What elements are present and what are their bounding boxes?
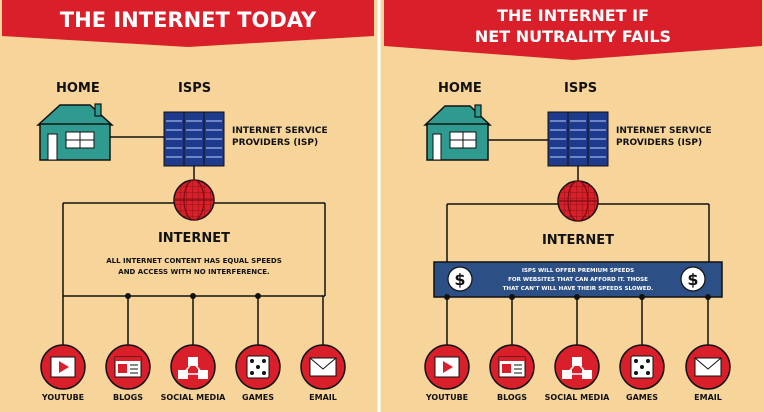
left-panel: THE INTERNET TODAY HOME ISPS INTERNET SE… xyxy=(2,0,374,402)
left-blogs-label: BLOGS xyxy=(113,393,143,402)
right-title-line-1: THE INTERNET IF xyxy=(497,6,649,25)
left-youtube-label: YOUTUBE xyxy=(41,393,84,402)
right-isp-desc-1: INTERNET SERVICE xyxy=(616,126,712,136)
right-internet-label: INTERNET xyxy=(542,233,614,248)
left-internet-label: INTERNET xyxy=(158,231,230,246)
left-social-media-label: SOCIAL MEDIA xyxy=(161,393,227,402)
premium-speed-bar: $ $ ISPS WILL OFFER PREMIUM SPEEDS FOR W… xyxy=(433,261,723,298)
right-connectors xyxy=(444,294,711,346)
left-email-icon xyxy=(300,344,346,390)
right-email-icon xyxy=(685,344,731,390)
left-note-line-1: ALL INTERNET CONTENT HAS EQUAL SPEEDS xyxy=(106,257,281,265)
left-house-icon xyxy=(36,103,114,161)
left-games-label: GAMES xyxy=(242,393,274,402)
left-youtube-icon xyxy=(40,344,86,390)
right-isp-desc-2: PROVIDERS (ISP) xyxy=(616,138,702,148)
left-isp-desc-1: INTERNET SERVICE xyxy=(232,126,328,136)
right-dollar-icon xyxy=(680,266,706,292)
right-server-icon xyxy=(547,111,609,167)
bar-text-line-2: FOR WEBSITES THAT CAN AFFORD IT. THOSE xyxy=(508,277,648,283)
bar-text-line-3: THAT CAN'T WILL HAVE THEIR SPEEDS SLOWED… xyxy=(503,286,654,292)
left-banner xyxy=(2,0,374,47)
right-social-media-icon xyxy=(554,344,600,390)
right-title-line-2: NET NUTRALITY FAILS xyxy=(475,27,671,46)
right-globe-icon xyxy=(557,180,599,222)
right-youtube-label: YOUTUBE xyxy=(425,393,468,402)
left-title: THE INTERNET TODAY xyxy=(60,8,317,32)
right-games-label: GAMES xyxy=(626,393,658,402)
left-blogs-icon xyxy=(105,344,151,390)
right-dollar-symbol: $ xyxy=(687,270,698,289)
left-dollar-icon xyxy=(447,266,473,292)
right-blogs-label: BLOGS xyxy=(497,393,527,402)
right-home-label: HOME xyxy=(438,81,482,96)
left-dollar-symbol: $ xyxy=(454,270,465,289)
left-server-icon xyxy=(163,111,225,167)
left-games-icon xyxy=(235,344,281,390)
left-globe-icon xyxy=(173,179,215,221)
right-social-media-label: SOCIAL MEDIA xyxy=(545,393,611,402)
right-youtube-icon xyxy=(424,344,470,390)
right-panel: THE INTERNET IF NET NUTRALITY FAILS HOME… xyxy=(384,0,762,402)
left-connectors xyxy=(62,293,324,346)
right-isps-label: ISPS xyxy=(564,81,597,96)
left-email-label: EMAIL xyxy=(309,393,337,402)
left-isp-desc-2: PROVIDERS (ISP) xyxy=(232,138,318,148)
right-banner xyxy=(384,0,762,60)
right-house-icon xyxy=(423,104,492,161)
right-blogs-icon xyxy=(489,344,535,390)
left-home-label: HOME xyxy=(56,81,100,96)
left-isps-label: ISPS xyxy=(178,81,211,96)
right-games-icon xyxy=(619,344,665,390)
left-social-media-icon xyxy=(170,344,216,390)
left-note-line-2: AND ACCESS WITH NO INTERFERENCE. xyxy=(118,268,269,276)
bar-text-line-1: ISPS WILL OFFER PREMIUM SPEEDS xyxy=(522,268,634,274)
right-email-label: EMAIL xyxy=(694,393,722,402)
